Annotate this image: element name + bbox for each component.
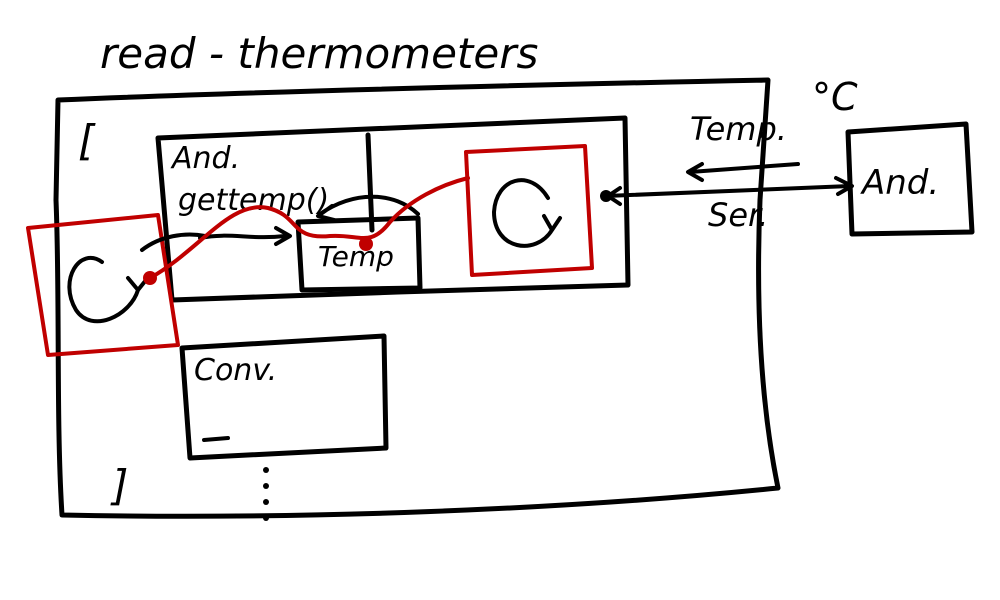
unit-label: °C — [812, 75, 858, 119]
convert-label: Conv. — [194, 353, 277, 388]
serial-thread-box — [464, 144, 594, 277]
serial-label: Ser. — [708, 196, 768, 234]
arduino-box — [845, 121, 975, 237]
reader-thread-box — [26, 213, 180, 357]
and-getter-label: And. — [170, 141, 240, 176]
getter-to-temp-arrow — [198, 226, 292, 246]
temp-variable-label: Temp — [318, 240, 394, 273]
list-open-bracket: [ — [78, 116, 96, 165]
temp-variable-box — [295, 215, 423, 293]
temp-signal-label: Temp. — [690, 110, 787, 148]
reader-to-getter-arrow — [140, 232, 207, 252]
data-flow-path — [148, 176, 470, 280]
path-start-dot — [143, 271, 157, 285]
get-temp-label: gettemp() — [178, 183, 329, 218]
serial-loop-icon — [492, 178, 562, 248]
arduino-label: And. — [860, 163, 939, 203]
diagram-title: read - thermometers — [100, 29, 538, 78]
list-close-bracket: ] — [110, 461, 128, 510]
more-items-ellipsis — [263, 467, 269, 521]
path-mid-dot — [359, 237, 373, 251]
module-divider — [365, 132, 375, 233]
reader-loop-icon — [67, 255, 148, 324]
convert-dash — [202, 436, 230, 442]
system-boundary-box — [53, 77, 781, 519]
loop-to-temp-arrow — [316, 194, 420, 222]
convert-box — [179, 333, 389, 461]
temp-return-arrow — [686, 162, 800, 182]
